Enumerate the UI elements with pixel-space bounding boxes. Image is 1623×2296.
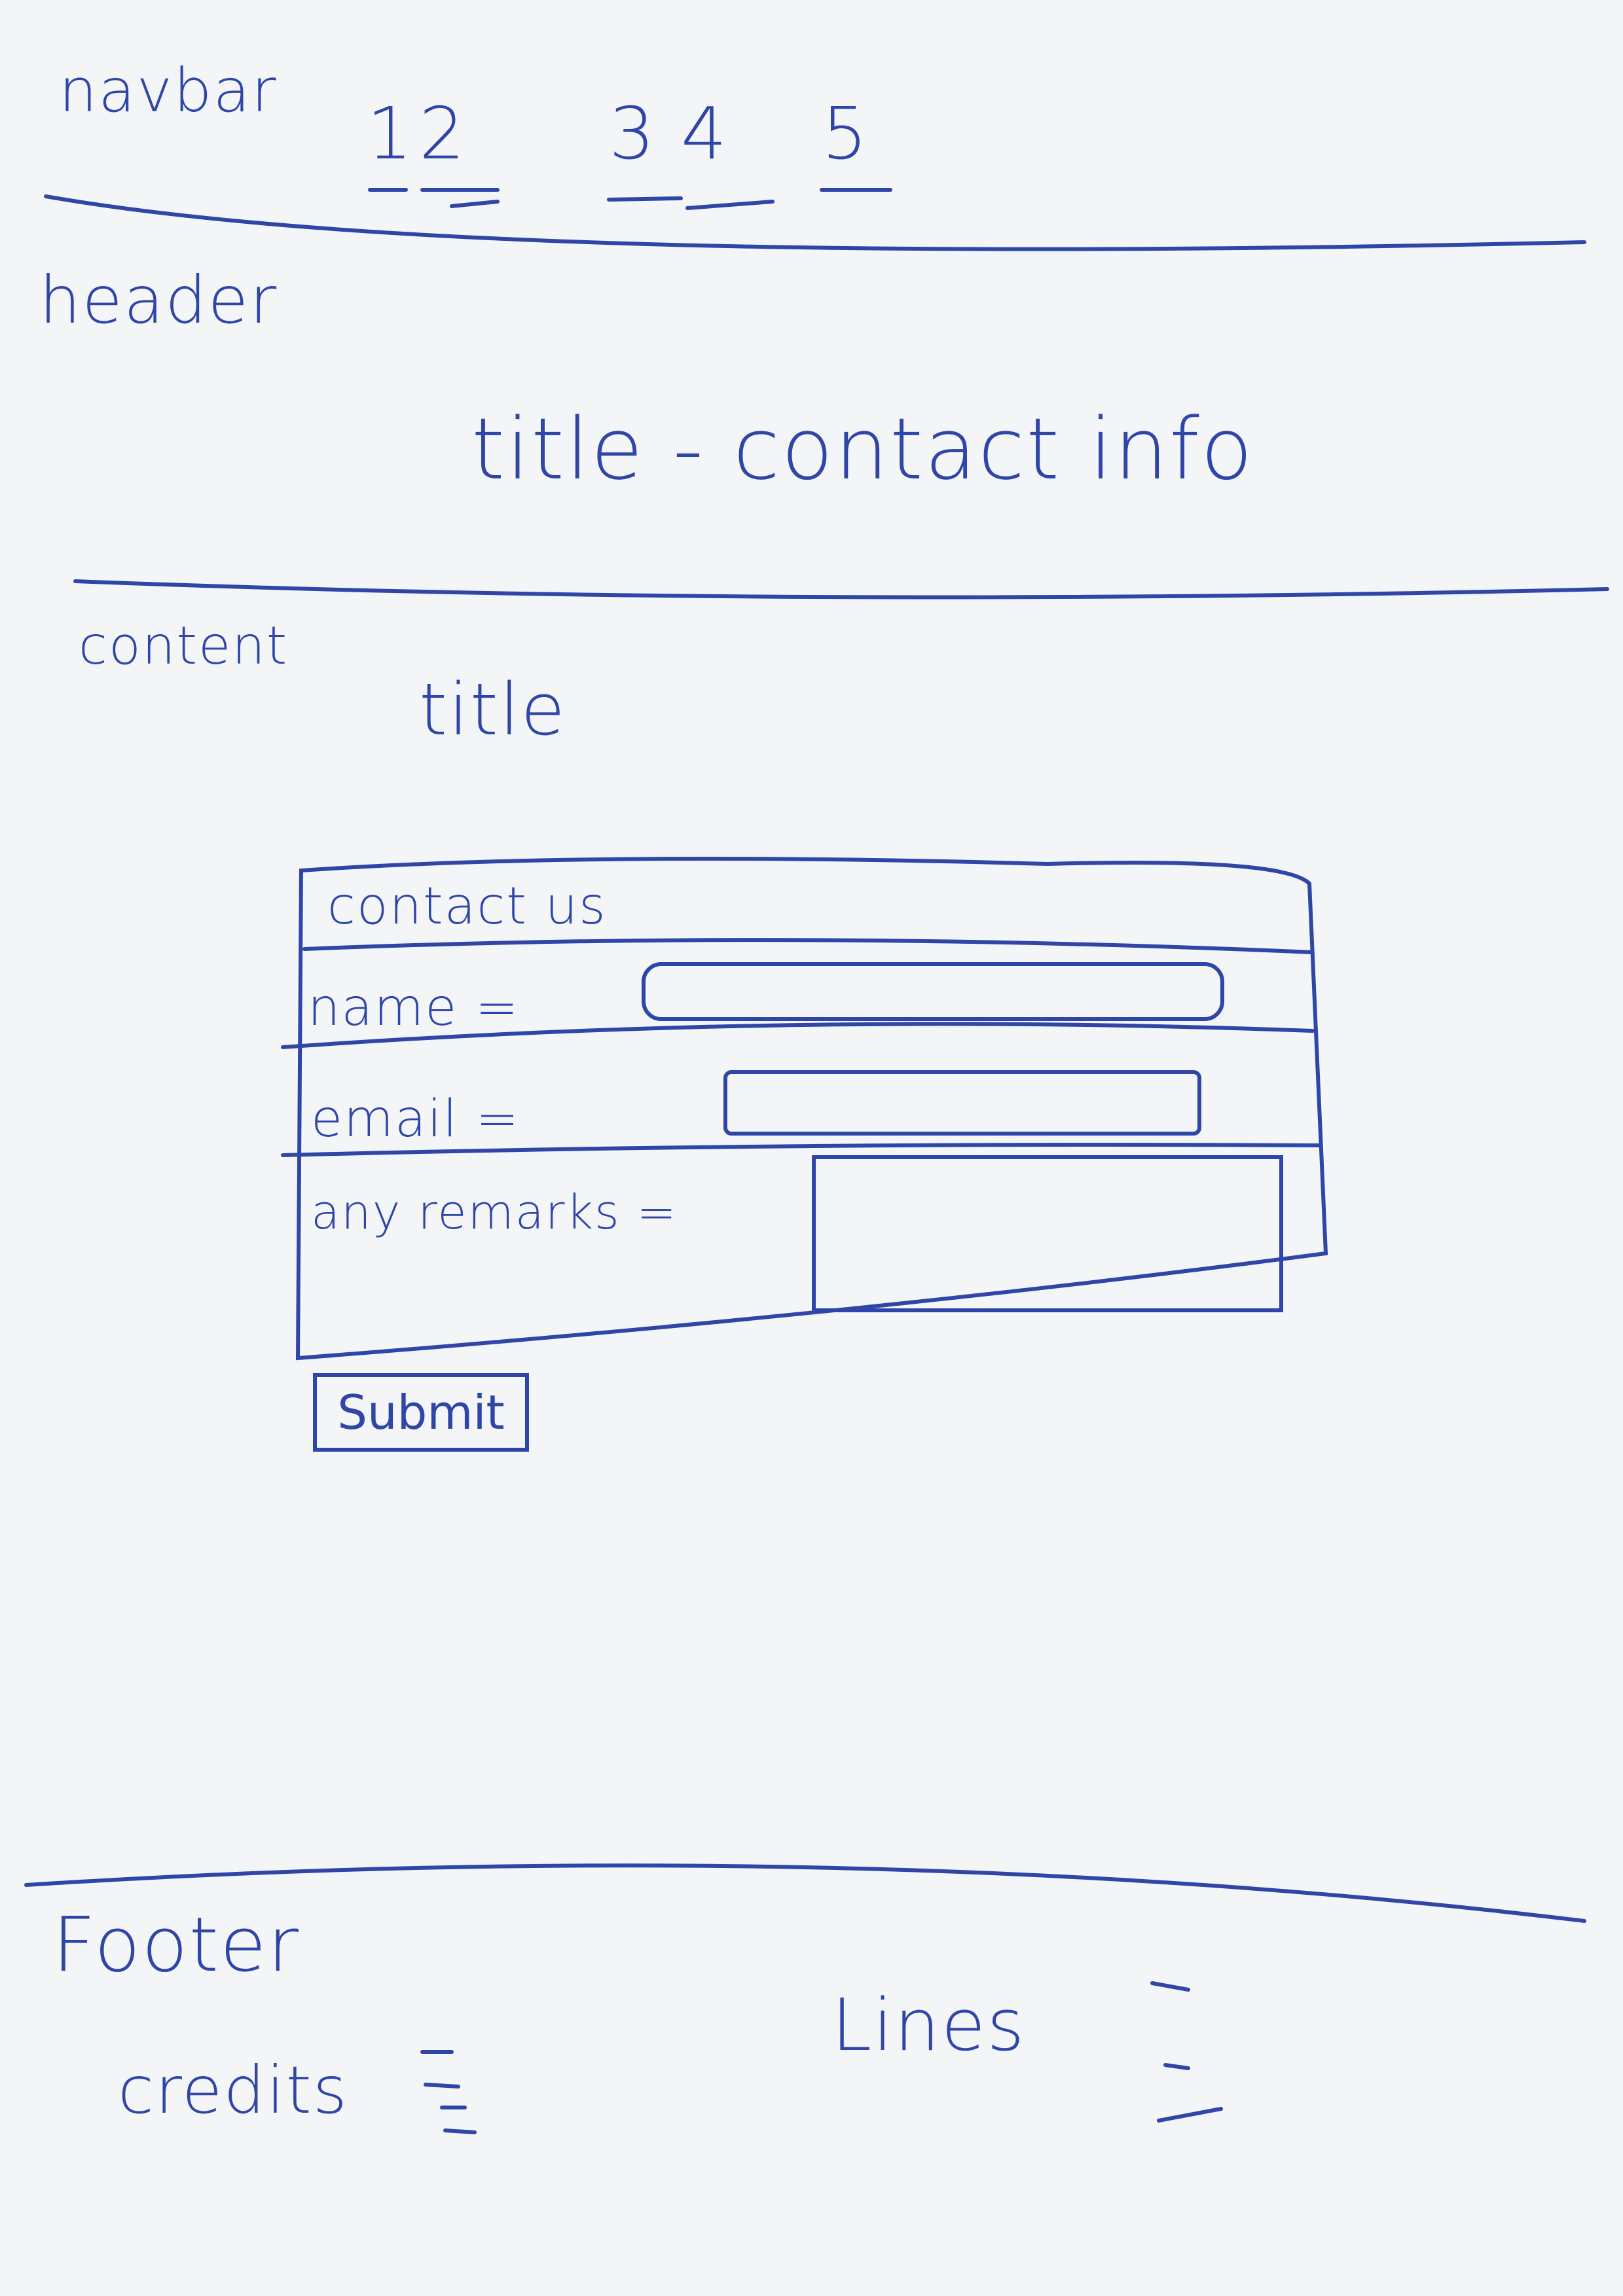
form-row-divider <box>281 1022 1315 1049</box>
header-divider <box>73 579 1609 600</box>
nav-underline <box>685 200 775 210</box>
name-field[interactable] <box>642 962 1224 1021</box>
nav-underline <box>450 200 500 208</box>
footer-divider <box>24 1863 1586 1923</box>
footer-lines: Lines <box>831 1983 1026 2067</box>
content-title: title <box>419 668 567 751</box>
nav-link-4[interactable]: 4 <box>681 92 728 175</box>
lines-mark <box>1163 2063 1190 2070</box>
nav-link-1[interactable]: 1 <box>367 92 414 175</box>
content-section-label: content <box>79 615 289 676</box>
email-field[interactable] <box>723 1070 1201 1136</box>
nav-link-5[interactable]: 5 <box>822 92 869 175</box>
form-row-divider <box>281 1143 1321 1157</box>
submit-button[interactable]: Submit <box>313 1373 529 1452</box>
nav-link-3[interactable]: 3 <box>609 92 656 175</box>
lines-mark <box>1150 1981 1190 1992</box>
footer-credits: credits <box>118 2052 348 2128</box>
form-row-divider <box>302 938 1315 954</box>
page-title: title - contact info <box>471 399 1254 499</box>
navbar-divider <box>44 194 1586 251</box>
email-label: email = <box>311 1090 520 1149</box>
header-section-label: header <box>39 262 278 338</box>
name-label: name = <box>308 978 520 1037</box>
navbar-label: navbar <box>59 56 278 126</box>
footer-section-label: Footer <box>52 1901 300 1989</box>
remarks-field[interactable] <box>812 1155 1283 1312</box>
nav-link-2[interactable]: 2 <box>419 92 466 175</box>
credit-line-mark <box>424 2083 460 2089</box>
lines-mark <box>1157 2107 1223 2123</box>
contact-form-legend: contact us <box>327 877 607 936</box>
remarks-label: any remarks = <box>311 1185 678 1240</box>
contact-form-outline <box>295 857 1328 1361</box>
credit-line-mark <box>443 2128 477 2134</box>
nav-underline <box>607 196 683 202</box>
